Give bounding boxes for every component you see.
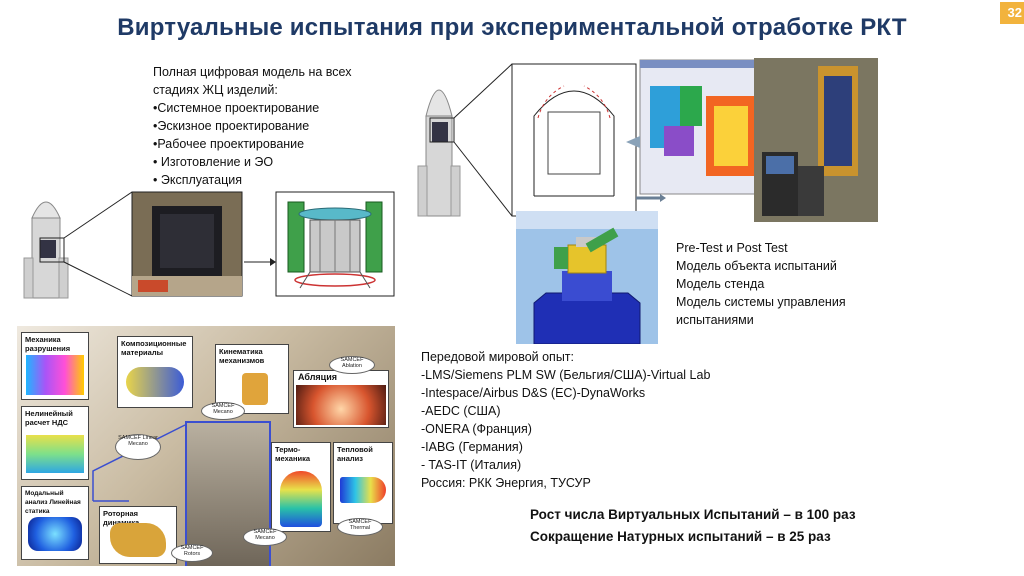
rotor-box: Роторная динамика (99, 506, 177, 564)
simulation-collage: Механика разрушения Композиционные матер… (17, 326, 395, 566)
samcef-linear-tag: SAMCEF Linear Mecano (115, 434, 161, 460)
digital-model-line: стадиях ЖЦ изделий: (153, 83, 278, 97)
digital-model-line: Полная цифровая модель на всех (153, 65, 352, 79)
nonlinear-plot (26, 435, 84, 473)
spacecraft-photo (131, 191, 243, 297)
digital-model-line: •Рабочее проектирование (153, 137, 305, 151)
fracture-box: Механика разрушения (21, 332, 89, 400)
composite-box: Композиционные материалы (117, 336, 193, 408)
summary-text: Рост числа Виртуальных Испытаний – в 100… (530, 504, 856, 548)
experience-line: Россия: РКК Энергия, ТУСУР (421, 476, 591, 490)
tests-line: Pre-Test и Post Test (676, 241, 788, 255)
composite-label: Композиционные материалы (121, 339, 187, 357)
experience-line: Передовой мировой опыт: (421, 350, 575, 364)
modal-plot (28, 517, 82, 551)
thermomech-box: Термо- механика (271, 442, 331, 532)
fairing-drawing (511, 63, 637, 217)
digital-model-line: • Эксплуатация (153, 173, 242, 187)
slide-title: Виртуальные испытания при эксперименталь… (117, 14, 907, 41)
experience-line: -ONERA (Франция) (421, 422, 532, 436)
rocket-illustration-2 (417, 89, 461, 217)
thermomech-plot (280, 471, 322, 527)
digital-model-line: •Системное проектирование (153, 101, 320, 115)
nonlinear-label: Нелинейный расчет НДС (25, 409, 73, 427)
digital-model-line: •Эскизное проектирование (153, 119, 310, 133)
test-chain-diagram (414, 56, 880, 224)
rotor-label: Роторная динамика (103, 509, 139, 527)
thermomech-label: Термо- механика (275, 445, 311, 463)
ablation-photo (296, 385, 386, 425)
thermal-label: Тепловой анализ (337, 445, 373, 463)
tests-line: Модель системы управления (676, 295, 846, 309)
kinematics-model (242, 373, 268, 405)
experience-line: -LMS/Siemens PLM SW (Бельгия/США)-Virtua… (421, 368, 711, 382)
fracture-label: Механика разрушения (25, 335, 71, 353)
composite-shape (126, 367, 184, 397)
spacecraft-cad-model (275, 191, 395, 297)
modal-label: Модальный анализ Линейная статика (25, 490, 81, 515)
experience-line: - TAS-IT (Италия) (421, 458, 522, 472)
kinematics-label: Кинематика механизмов (219, 347, 265, 365)
rotor-model (110, 523, 166, 557)
tests-line: Модель стенда (676, 277, 765, 291)
spacecraft-on-stand-render (516, 211, 658, 344)
summary-line-1: Рост числа Виртуальных Испытаний – в 100… (530, 507, 856, 522)
tests-line: Модель объекта испытаний (676, 259, 837, 273)
summary-line-2: Сокращение Натурных испытаний – в 25 раз (530, 529, 831, 544)
samcef-mecano-tag: SAMCEF Mecano (201, 402, 245, 420)
thermal-plot (340, 477, 386, 503)
digital-model-text: Полная цифровая модель на всех стадиях Ж… (153, 63, 351, 189)
tests-line: испытаниями (676, 313, 754, 327)
tests-text: Pre-Test и Post Test Модель объекта испы… (676, 239, 846, 329)
digital-model-line: • Изготовление и ЭО (153, 155, 274, 169)
experience-line: -Intespace/Airbus D&S (ЕС)-DynaWorks (421, 386, 646, 400)
rocket-zoom-diagram (23, 191, 395, 299)
samcef-thermal-tag: SAMCEF Thermal (337, 518, 383, 536)
samcef-mecano-tag-2: SAMCEF Mecano (243, 528, 287, 546)
modal-box: Модальный анализ Линейная статика (21, 486, 89, 560)
ablation-box: Абляция (293, 370, 389, 428)
experience-line: -AEDC (США) (421, 404, 501, 418)
simulation-screenshot (639, 59, 771, 195)
experience-line: -IABG (Германия) (421, 440, 523, 454)
rocket-illustration (23, 201, 69, 299)
kinematics-box: Кинематика механизмов (215, 344, 289, 414)
samcef-ablation-tag: SAMCEF Ablation (329, 356, 375, 374)
test-stand-photo (754, 58, 878, 222)
experience-text: Передовой мировой опыт: -LMS/Siemens PLM… (421, 348, 710, 492)
samcef-rotors-tag: SAMCEF Rotors (171, 544, 213, 562)
fracture-plot (26, 355, 84, 395)
nonlinear-box: Нелинейный расчет НДС (21, 406, 89, 480)
thermal-box: Тепловой анализ (333, 442, 393, 524)
page-number: 32 (998, 2, 1024, 24)
ablation-label: Абляция (298, 372, 338, 382)
